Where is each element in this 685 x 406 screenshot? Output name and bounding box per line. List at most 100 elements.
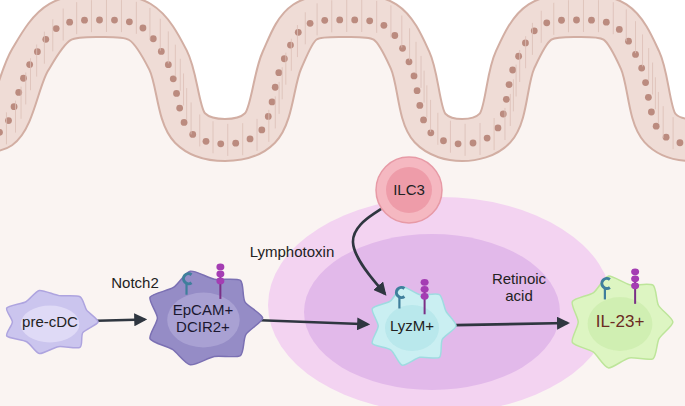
cell-border [242, 123, 243, 155]
cell-border [15, 101, 16, 133]
cell-border [6, 112, 7, 144]
nucleus [677, 139, 684, 146]
cell-border [525, 36, 526, 68]
cell-border [519, 50, 520, 82]
cell-border [421, 56, 422, 88]
arrow-connector [260, 320, 367, 324]
nucleus [126, 18, 133, 25]
cell-border [613, 2, 614, 34]
nucleus [616, 26, 623, 33]
nucleus [366, 17, 373, 24]
cell-border [180, 59, 181, 91]
cell-body [6, 290, 98, 353]
cell-border [658, 92, 659, 124]
cell-border [213, 121, 214, 153]
receptors [183, 264, 224, 299]
cell-border [282, 67, 283, 99]
nucleus [189, 131, 196, 138]
dendritic-cell: LyzM+ [367, 285, 457, 367]
ilc3-cell: ILC3 [375, 156, 443, 224]
nucleus [53, 25, 60, 32]
arrow-connector [353, 209, 385, 294]
nucleus [269, 99, 276, 106]
cell-nucleus [588, 297, 653, 351]
epithelium [0, 16, 685, 140]
cell-nucleus [385, 305, 439, 351]
cell-border [121, 0, 122, 32]
nucleus [158, 48, 165, 55]
cell-border [663, 106, 664, 138]
cell-border [199, 114, 200, 146]
cell-body [572, 276, 673, 368]
cell-border [63, 9, 64, 41]
nucleus [642, 79, 649, 86]
nucleus [275, 69, 282, 76]
cell-border [390, 5, 391, 37]
cell-border [305, 12, 306, 44]
niche-region-outer [268, 197, 612, 406]
nucleus [663, 134, 670, 141]
nucleus [176, 105, 183, 112]
cell-border [160, 19, 161, 51]
nucleus [406, 58, 413, 65]
edge-label: Retinoic acid [484, 270, 554, 305]
cell-nucleus [167, 293, 240, 348]
cell-border [655, 77, 656, 109]
nucleus [638, 65, 645, 72]
cell-border [106, 0, 107, 32]
receptors [602, 268, 639, 303]
nucleus [506, 81, 513, 88]
cell-border [494, 118, 495, 150]
cell-border [149, 8, 150, 40]
cell-border [480, 123, 481, 155]
cell-border [30, 58, 31, 90]
nucleus [281, 55, 288, 62]
nucleus [573, 17, 580, 24]
nucleus [416, 102, 423, 109]
cell-border [516, 65, 517, 97]
nucleus [381, 22, 388, 29]
nucleus [11, 103, 18, 110]
nucleus [232, 140, 239, 147]
cell-border [227, 124, 228, 156]
nucleus [603, 19, 610, 26]
cell-border [401, 15, 402, 47]
nucleus [173, 90, 180, 97]
cell-border [25, 72, 26, 104]
nucleus [558, 17, 565, 24]
nucleus [321, 17, 328, 24]
nucleus [265, 113, 272, 120]
nucleus [150, 35, 157, 42]
cell-label: EpCAM+ DCIR2+ [168, 301, 238, 336]
cell-border [450, 121, 451, 153]
cell-border [297, 25, 298, 57]
cell-border [191, 102, 192, 134]
nucleus [295, 29, 302, 36]
cell-border [175, 45, 176, 77]
nucleus [503, 96, 510, 103]
cell-border [635, 21, 636, 53]
nucleus [336, 17, 343, 24]
cell-border [504, 108, 505, 140]
cell-border [346, 0, 347, 32]
nucleus [509, 67, 516, 74]
cell-border [285, 53, 286, 85]
nucleus [484, 135, 491, 142]
cell-border [376, 1, 377, 33]
cell-border [568, 0, 569, 32]
cell-nucleus [386, 167, 432, 213]
cell-border [317, 3, 318, 35]
cell-border [583, 0, 584, 32]
cell-border [76, 2, 77, 34]
nucleus [420, 117, 427, 124]
arrow-connector [97, 320, 145, 321]
cell-border [409, 28, 410, 60]
nucleus [399, 45, 406, 52]
cell-border [541, 11, 542, 43]
cell-border [426, 85, 427, 117]
nucleus [42, 36, 49, 43]
cell-border [416, 42, 417, 74]
nucleus [247, 136, 254, 143]
nucleus [543, 19, 550, 26]
nucleus [140, 25, 147, 32]
